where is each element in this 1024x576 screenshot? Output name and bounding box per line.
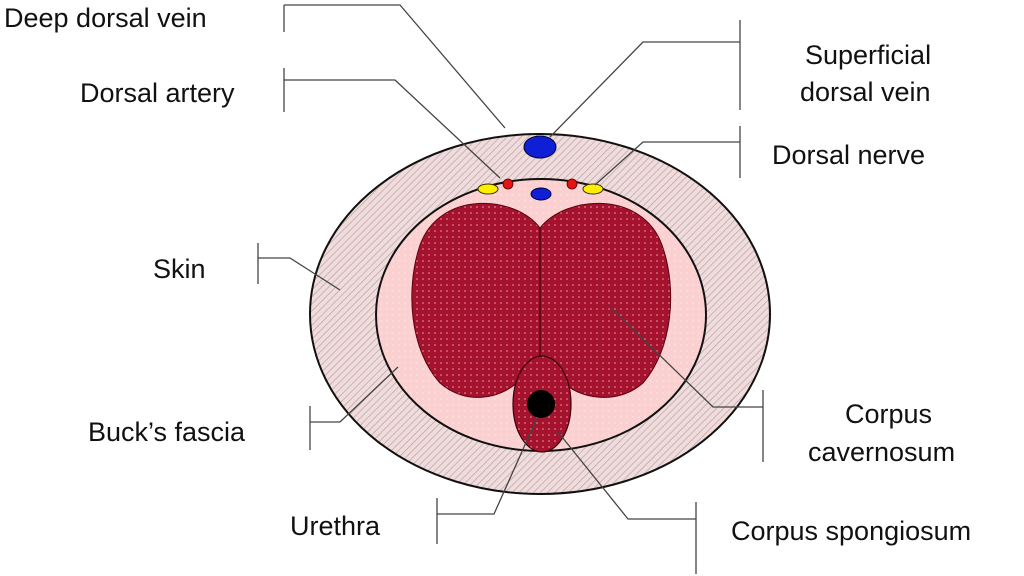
leader-bucks-fascia <box>309 366 399 450</box>
dorsal-nerve-left-shape <box>477 183 499 195</box>
leader-deep-dorsal-vein <box>283 4 506 129</box>
superficial-dorsal-vein-shape <box>523 135 557 159</box>
label-corpus-cavernosum-2: cavernosum <box>808 437 955 467</box>
leader-corpus-cavernosum <box>609 306 764 462</box>
dorsal-artery-right-shape <box>566 178 578 190</box>
leader-dorsal-nerve <box>594 126 741 186</box>
label-dorsal-artery: Dorsal artery <box>80 78 235 108</box>
dorsal-nerve-right-shape <box>582 183 604 195</box>
leader-urethra <box>436 417 538 544</box>
leader-superficial-dorsal-vein <box>549 20 741 138</box>
label-urethra: Urethra <box>290 511 381 541</box>
label-superficial-dorsal-vein-1: Superficial <box>805 40 931 70</box>
label-deep-dorsal-vein: Deep dorsal vein <box>4 3 207 33</box>
leader-dorsal-artery <box>283 68 501 179</box>
deep-dorsal-vein-shape <box>530 187 552 201</box>
dorsal-artery-left-shape <box>502 178 514 190</box>
leader-skin <box>257 243 341 291</box>
label-superficial-dorsal-vein-2: dorsal vein <box>800 77 931 107</box>
urethra-shape <box>527 390 555 418</box>
label-corpus-spongiosum: Corpus spongiosum <box>731 516 971 546</box>
label-corpus-cavernosum-1: Corpus <box>845 399 932 429</box>
label-dorsal-nerve: Dorsal nerve <box>772 140 925 170</box>
label-skin: Skin <box>153 254 206 284</box>
leader-corpus-spongiosum <box>557 431 697 574</box>
label-bucks-fascia: Buck’s fascia <box>88 417 246 447</box>
